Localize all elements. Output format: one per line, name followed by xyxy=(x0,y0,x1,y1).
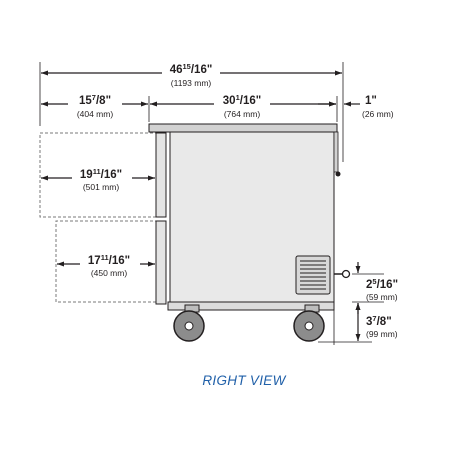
caster-rear-icon xyxy=(293,304,325,342)
label-drawer-extension: 157/8" xyxy=(79,93,111,107)
drawer-face-lower xyxy=(155,220,167,305)
label-upper-drawer-mm: (501 mm) xyxy=(83,182,120,192)
label-rear-offset-mm: (26 mm) xyxy=(362,109,394,119)
view-caption: RIGHT VIEW xyxy=(202,373,286,388)
label-lower-drawer-mm: (450 mm) xyxy=(91,268,128,278)
caster-front-icon xyxy=(173,304,205,342)
label-rear-offset: 1" xyxy=(365,95,377,107)
label-cabinet-depth-mm: (764 mm) xyxy=(224,109,261,119)
countertop xyxy=(148,123,338,133)
label-caster-height-mm: (99 mm) xyxy=(366,329,398,339)
drawer-upper-open-outline xyxy=(39,132,163,218)
label-cabinet-depth: 301/16" xyxy=(223,93,261,107)
rear-fitting xyxy=(335,171,341,177)
label-lower-drawer: 1711/16" xyxy=(88,253,130,267)
power-cord-plug-icon xyxy=(334,269,351,279)
drawer-face-upper xyxy=(155,132,167,218)
vent-grille-icon xyxy=(295,255,331,295)
label-drawer-extension-mm: (404 mm) xyxy=(77,109,114,119)
extension-lines xyxy=(39,62,384,345)
drawer-lower-open-outline xyxy=(55,220,163,303)
label-caster-height: 37/8" xyxy=(366,314,392,328)
label-cord-height: 25/16" xyxy=(366,277,398,291)
label-cord-height-mm: (59 mm) xyxy=(366,292,398,302)
rear-bumper xyxy=(333,131,339,173)
label-upper-drawer: 1911/16" xyxy=(80,167,122,181)
label-overall-width-mm: (1193 mm) xyxy=(171,78,212,88)
label-overall-width: 4615/16" xyxy=(170,62,213,76)
